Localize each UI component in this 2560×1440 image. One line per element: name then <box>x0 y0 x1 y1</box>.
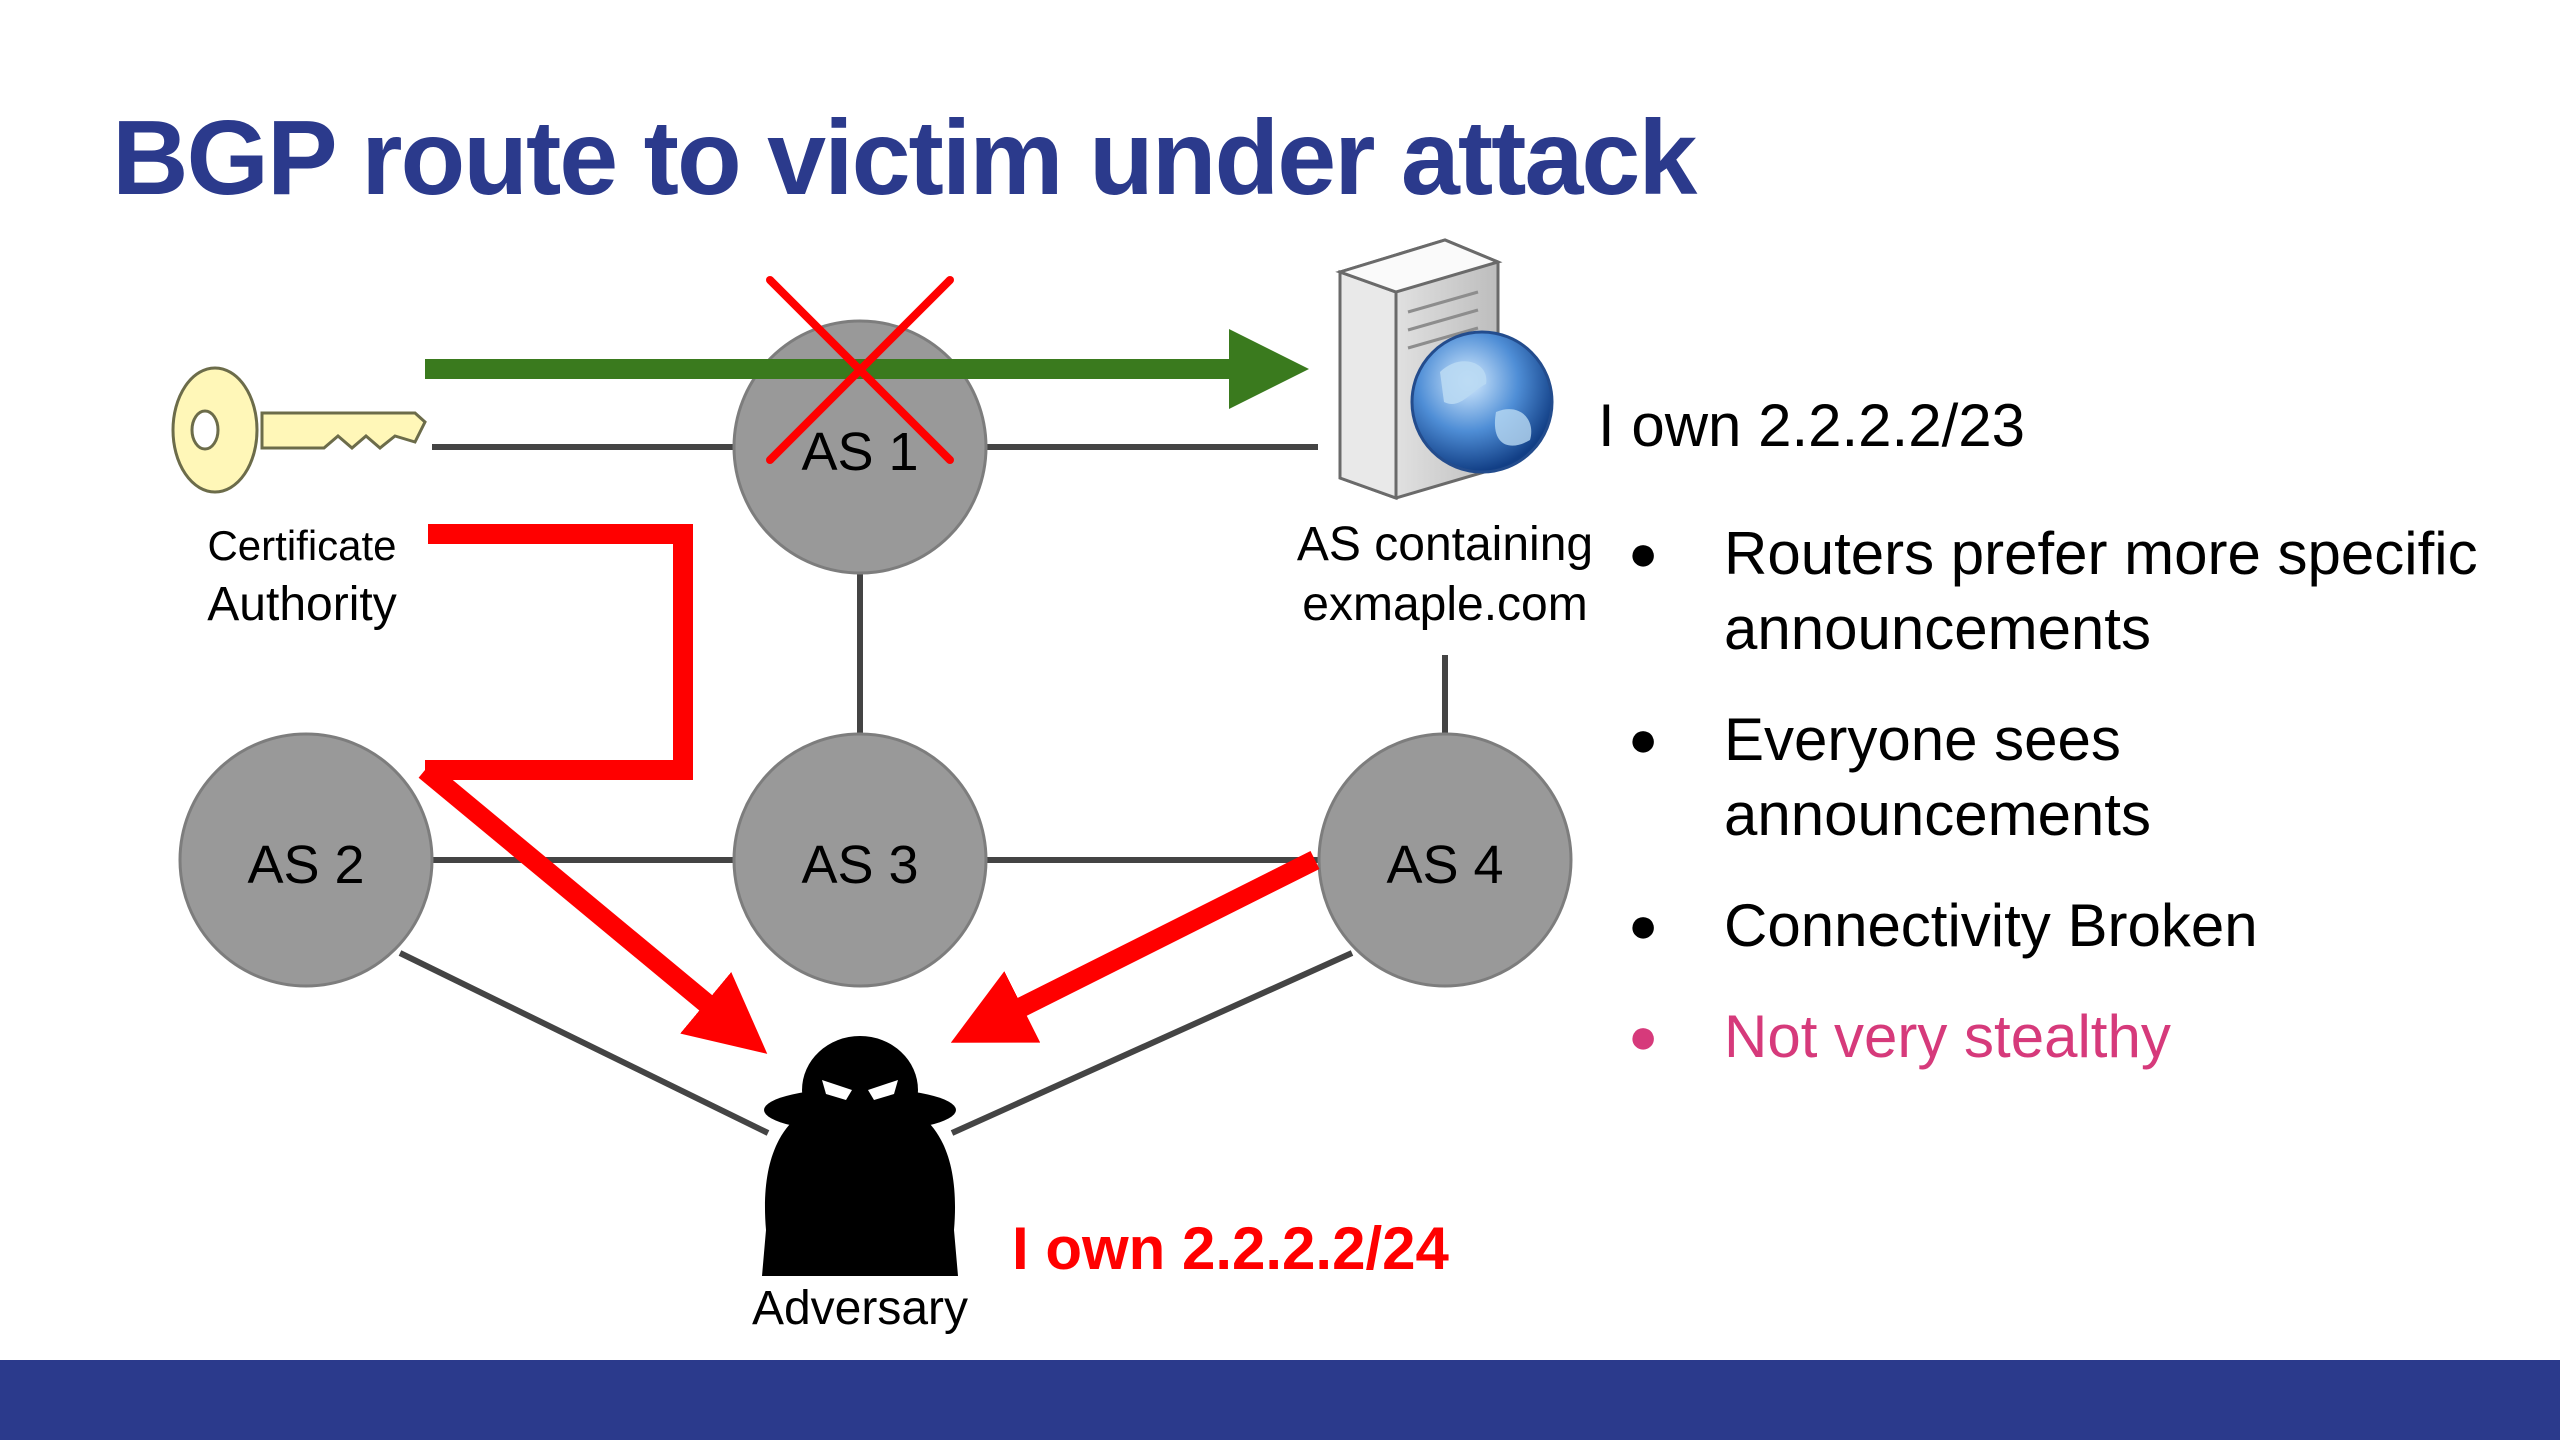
globe-icon <box>1410 330 1554 474</box>
as-node-3: AS 3 <box>732 732 988 988</box>
bullet-dot-icon: ● <box>1628 525 1659 581</box>
bullet-list: ● Routers prefer more specific announceme… <box>1628 516 2528 1110</box>
bullet-text: Routers prefer more specific announcemen… <box>1724 520 2478 662</box>
bullet-dot-icon: ● <box>1628 1008 1659 1064</box>
as1-label: AS 1 <box>801 422 918 482</box>
footer-bar <box>0 1360 2560 1440</box>
as4-label: AS 4 <box>1386 835 1503 895</box>
attack-claim: I own 2.2.2.2/24 <box>1012 1215 1450 1282</box>
link-as4-adversary <box>950 950 1354 1136</box>
bullet-text: Not very stealthy <box>1724 1003 2171 1070</box>
blocked-x-icon <box>766 276 954 464</box>
attack-route-ca <box>425 524 693 780</box>
target-label-line1: AS containing <box>1297 518 1593 571</box>
target-label-line2: exmaple.com <box>1302 578 1587 631</box>
adversary-label: Adversary <box>752 1282 968 1335</box>
bullet-item: ● Everyone sees announcements <box>1628 702 2528 852</box>
legit-claim: I own 2.2.2.2/23 <box>1598 392 2025 459</box>
attack-route-as4-arrow <box>950 851 1320 1043</box>
as-node-1: AS 1 <box>732 319 988 575</box>
ca-label-line2: Authority <box>207 578 396 631</box>
bullet-dot-icon: ● <box>1628 897 1659 953</box>
key-icon <box>171 366 427 494</box>
as-node-4: AS 4 <box>1317 732 1573 988</box>
bullet-dot-icon: ● <box>1628 711 1659 767</box>
as2-label: AS 2 <box>247 835 364 895</box>
ca-label-line1: Certificate <box>207 522 396 569</box>
bullet-item-highlight: ● Not very stealthy <box>1628 999 2528 1074</box>
bullet-text: Everyone sees announcements <box>1724 706 2151 848</box>
as-node-2: AS 2 <box>178 732 434 988</box>
spy-icon <box>762 1036 958 1276</box>
bullet-item: ● Connectivity Broken <box>1628 888 2528 963</box>
as3-label: AS 3 <box>801 835 918 895</box>
bullet-text: Connectivity Broken <box>1724 892 2258 959</box>
bullet-item: ● Routers prefer more specific announceme… <box>1628 516 2528 666</box>
link-as2-adversary <box>398 950 770 1136</box>
links <box>398 444 1448 1136</box>
slide-title: BGP route to victim under attack <box>112 99 1697 217</box>
attack-route-ca-arrow <box>418 762 768 1054</box>
